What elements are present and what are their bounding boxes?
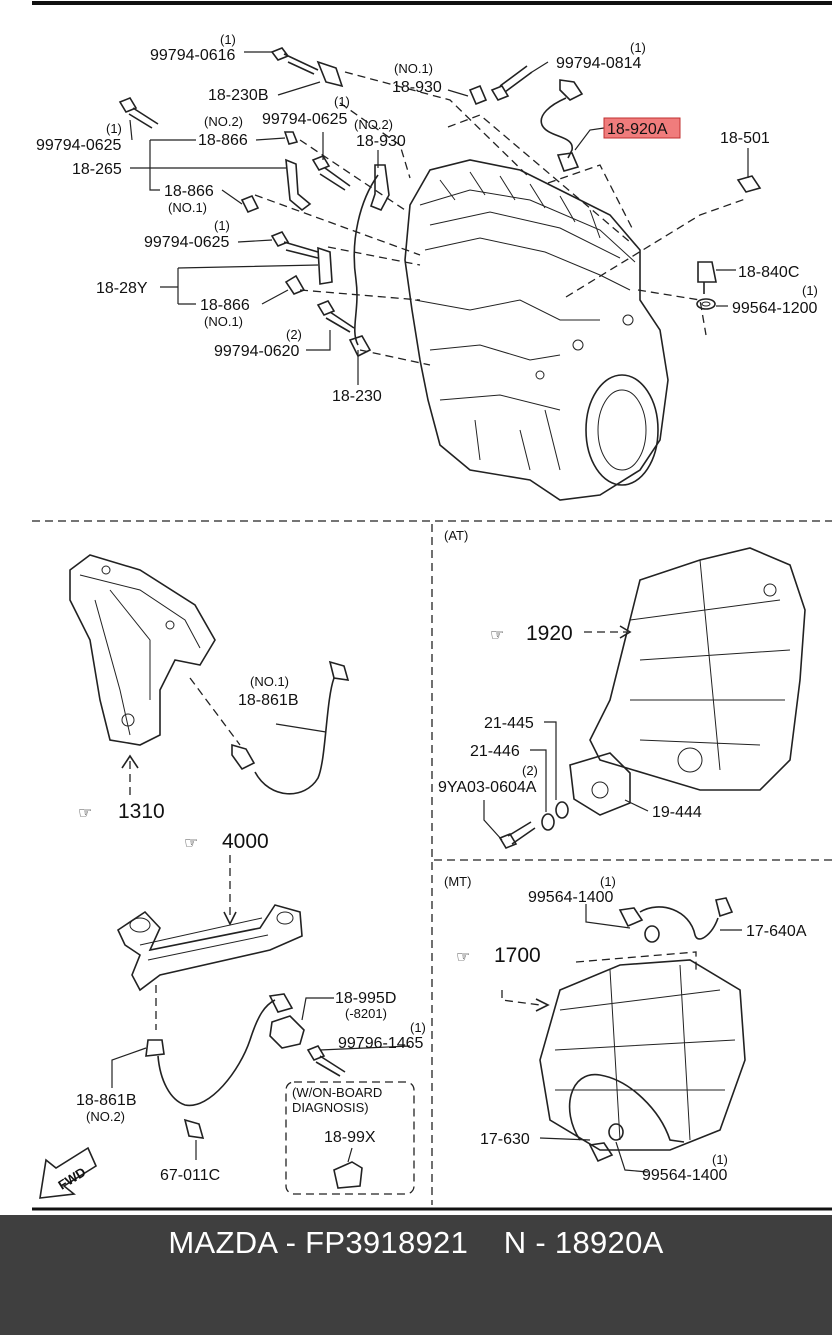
label-17-640A: 17-640A [746, 923, 807, 940]
label-18-930-no1: 18-930 [392, 79, 442, 96]
engine-labels: (1) 99794-0616 18-230B (1) 99794-0625 (N… [36, 32, 818, 405]
engine-block-drawing [404, 159, 669, 501]
label-18-995D: 18-995D [335, 990, 396, 1007]
label-99794-0620-qty: (2) [286, 327, 302, 342]
label-99564-1200: 99564-1200 [732, 300, 818, 317]
parts-diagram: (1) 99794-0616 18-230B (1) 99794-0625 (N… [32, 1, 832, 1211]
label-18-230B: 18-230B [208, 87, 269, 104]
hand-icon-4000: ☞ [184, 835, 198, 852]
label-18-861B-no2: 18-861B [76, 1092, 137, 1109]
section-dividers [32, 520, 832, 1211]
label-99564-1200-qty: (1) [802, 283, 818, 298]
label-18-99X: 18-99X [324, 1129, 376, 1146]
label-99794-0814-qty: (1) [630, 40, 646, 55]
label-99564-1400-bottom-qty: (1) [712, 1152, 728, 1167]
label-99794-0625-c: 99794-0625 [144, 234, 230, 251]
label-18-501: 18-501 [720, 130, 770, 147]
label-99794-0625-b: 99794-0625 [262, 111, 348, 128]
label-18-265: 18-265 [72, 161, 122, 178]
label-9YA03-0604A: 9YA03-0604A [438, 779, 537, 796]
label-18-840C: 18-840C [738, 264, 799, 281]
label-21-446: 21-446 [470, 743, 520, 760]
engine-label-leaders [129, 51, 749, 385]
label-18-861B-no2-qty: (NO.2) [86, 1109, 125, 1124]
pipe-sensor-18-861B-no2: 18-995D (-8201) (1) 99796-1465 18-861B (… [76, 985, 426, 1184]
label-99794-0616: 99794-0616 [150, 47, 236, 64]
label-18-866-no2: 18-866 [198, 132, 248, 149]
footer-bar: MAZDA - FP3918921 N - 18920A [0, 1215, 832, 1335]
label-18-866-no2-qty: (NO.2) [204, 114, 243, 129]
label-mt-title: (MT) [444, 874, 471, 889]
label-18-28Y: 18-28Y [96, 280, 148, 297]
label-9YA03-0604A-qty: (2) [522, 763, 538, 778]
footer-caption: MAZDA - FP3918921 N - 18920A [168, 1225, 664, 1260]
ref-1310: ☞ 1310 [78, 754, 165, 823]
hand-icon-1700: ☞ [456, 949, 470, 966]
label-18-920A-highlighted: 18-920A [607, 121, 668, 138]
engine-small-parts [118, 47, 762, 358]
hand-icon-1920: ☞ [490, 627, 504, 644]
label-4000: 4000 [222, 830, 269, 853]
label-99794-0620: 99794-0620 [214, 343, 300, 360]
label-18-995D-serial: (-8201) [345, 1006, 387, 1021]
hand-icon-1310: ☞ [78, 805, 92, 822]
engine-dashed-leaders [254, 71, 749, 366]
label-18-930-no2: 18-930 [356, 133, 406, 150]
label-18-861B-no1: 18-861B [238, 692, 299, 709]
label-99794-0625-b-qty: (1) [334, 94, 350, 109]
label-17-630: 17-630 [480, 1131, 530, 1148]
obd-box: (W/ON-BOARD DIAGNOSIS) 18-99X [285, 1081, 415, 1195]
front-pipe-drawing: ☞ 4000 [116, 830, 303, 992]
label-99794-0616-qty: (1) [220, 32, 236, 47]
manifold-sensor-18-861B-no1: (NO.1) 18-861B [189, 660, 350, 795]
label-1310: 1310 [118, 800, 165, 823]
label-1920: 1920 [526, 622, 573, 645]
label-18-930-no2-qty: (NO.2) [354, 117, 393, 132]
label-18-930-no1-qty: (NO.1) [394, 61, 433, 76]
fwd-arrow: FWD [39, 1146, 98, 1199]
mt-section: (MT) ☞ 1700 (1) 99564-1400 17-640A 17-63… [444, 874, 807, 1184]
label-99796-1465-qty: (1) [410, 1020, 426, 1035]
label-18-866-no1: 18-866 [164, 183, 214, 200]
label-99564-1400-bottom: 99564-1400 [642, 1167, 728, 1184]
label-99794-0625-a-qty: (1) [106, 121, 122, 136]
label-18-866-no1-b: 18-866 [200, 297, 250, 314]
label-99564-1400-top-qty: (1) [600, 874, 616, 889]
label-1700: 1700 [494, 944, 541, 967]
label-99794-0625-a: 99794-0625 [36, 137, 122, 154]
label-at-title: (AT) [444, 528, 468, 543]
label-18-866-no1-b-qty: (NO.1) [204, 314, 243, 329]
label-99794-0814: 99794-0814 [556, 55, 642, 72]
label-18-866-no1-qty: (NO.1) [168, 200, 207, 215]
label-99796-1465: 99796-1465 [338, 1035, 424, 1052]
label-19-444: 19-444 [652, 804, 702, 821]
label-67-011C: 67-011C [160, 1167, 220, 1184]
label-obd-line2: DIAGNOSIS) [292, 1100, 369, 1115]
label-18-230: 18-230 [332, 388, 382, 405]
label-obd-line1: (W/ON-BOARD [292, 1085, 382, 1100]
fwd-label: FWD [55, 1164, 88, 1192]
exhaust-manifold-drawing [69, 554, 216, 746]
at-section: (AT) ☞ 1920 21-445 21-446 (2) 9YA03-0604… [438, 528, 806, 849]
highlight-box [603, 117, 681, 139]
label-99794-0625-c-qty: (1) [214, 218, 230, 233]
label-99564-1400-top: 99564-1400 [528, 889, 614, 906]
label-21-445: 21-445 [484, 715, 534, 732]
label-18-861B-no1-qty: (NO.1) [250, 674, 289, 689]
